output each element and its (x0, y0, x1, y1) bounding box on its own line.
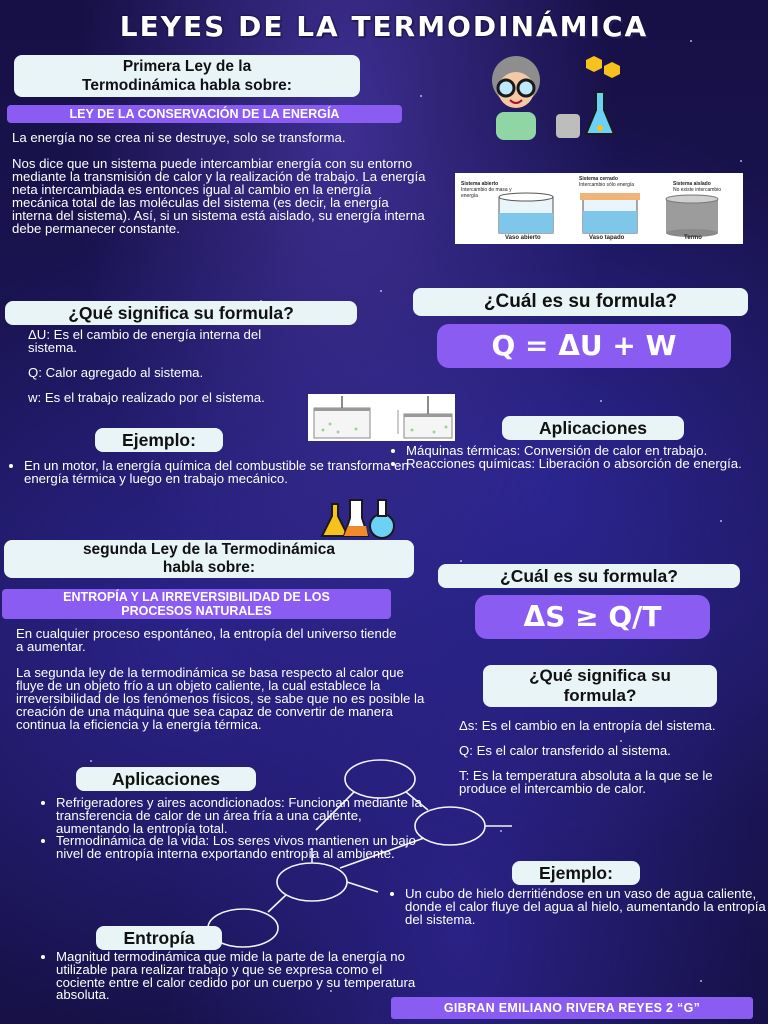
diagram-label-open: Sistema abierto (461, 181, 499, 187)
second-law-application-1: Refrigeradores y aires acondicionados: F… (56, 796, 433, 835)
first-law-meaning-2: Q: Calor agregado al sistema. (28, 365, 204, 380)
second-law-heading: segunda Ley de la Termodinámica habla so… (4, 540, 414, 578)
flasks-icon (318, 496, 398, 540)
second-law-paragraph-2: La segunda ley de la termodinámica se ba… (16, 665, 425, 732)
second-law-meaning-2: Q: Es el calor transferido al sistema. (459, 743, 671, 758)
second-law-formula: ΔS ≥ Q/T (475, 595, 710, 639)
second-law-applications-heading: Aplicaciones (76, 767, 256, 791)
second-law-meaning-heading: ¿Qué significa su formula? (483, 665, 717, 707)
second-law-banner-line2: PROCESOS NATURALES (121, 604, 272, 618)
second-law-banner: ENTROPÍA Y LA IRREVERSIBILIDAD DE LOS PR… (2, 589, 391, 619)
second-law-heading-line1: segunda Ley de la Termodinámica (82, 541, 336, 558)
first-law-meaning-heading: ¿Qué significa su formula? (5, 301, 357, 325)
diagram-sublabel-closed: Intercambio sólo energía (579, 182, 635, 188)
second-law-application-2: Termodinámica de la vida: Los seres vivo… (56, 834, 433, 861)
diagram-label-isolated: Sistema aislado (673, 181, 711, 187)
second-law-example-list: Un cubo de hielo derritiéndose en un vas… (389, 887, 768, 926)
second-law-example-heading: Ejemplo: (512, 861, 640, 885)
first-law-example-item: En un motor, la energía química del comb… (24, 459, 409, 486)
piston-illustration (308, 394, 455, 441)
entropy-heading: Entropía (96, 926, 222, 950)
second-law-heading-line2: habla sobre: (162, 559, 256, 576)
second-law-meaning-1: Δs: Es el cambio en la entropía del sist… (459, 718, 716, 733)
diagram-sublabel-open: Intercambio de masa y energía (461, 187, 512, 199)
first-law-heading-line1: Primera Ley de la (122, 58, 252, 75)
diagram-caption-thermos: Termo (684, 235, 702, 241)
second-law-applications-list: Refrigeradores y aires acondicionados: F… (40, 796, 433, 861)
first-law-heading: Primera Ley de la Termodinámica habla so… (14, 55, 360, 97)
first-law-meaning-1: ΔU: Es el cambio de energía interna del … (28, 327, 262, 355)
first-law-text: La energía no se crea ni se destruye, so… (12, 131, 432, 248)
second-law-banner-line1: ENTROPÍA Y LA IRREVERSIBILIDAD DE LOS (63, 590, 330, 604)
second-law-example-item: Un cubo de hielo derritiéndose en un vas… (405, 887, 768, 926)
first-law-heading-line2: Termodinámica habla sobre: (82, 77, 292, 94)
scientist-illustration (468, 52, 628, 142)
diagram-caption-covered-beaker: Vaso tapado (589, 235, 625, 241)
diagram-sublabel-isolated: No existe intercambio (673, 187, 722, 193)
second-law-meaning-heading-line1: ¿Qué significa su (529, 666, 671, 685)
first-law-meaning-list: ΔU: Es el cambio de energía interna del … (28, 328, 308, 417)
first-law-application-2: Reacciones químicas: Liberación o absorc… (406, 457, 768, 471)
first-law-meaning-3: w: Es el trabajo realizado por el sistem… (28, 390, 265, 405)
first-law-example-heading: Ejemplo: (95, 428, 223, 452)
thermodynamic-systems-diagram: Sistema abierto Intercambio de masa y en… (455, 173, 743, 244)
first-law-formula-heading: ¿Cuál es su formula? (413, 288, 748, 316)
second-law-meaning-3: T: Es la temperatura absoluta a la que s… (459, 768, 713, 796)
first-law-application-1: Máquinas térmicas: Conversión de calor e… (406, 444, 768, 458)
diagram-caption-open-beaker: Vaso abierto (505, 235, 541, 241)
first-law-applications-list: Máquinas térmicas: Conversión de calor e… (390, 444, 768, 471)
page-title: LEYES DE LA TERMODINÁMICA (119, 10, 649, 43)
first-law-paragraph-1: La energía no se crea ni se destruye, so… (12, 130, 346, 145)
second-law-meaning-heading-line2: formula? (563, 686, 637, 705)
second-law-paragraph-1: En cualquier proceso espontáneo, la entr… (16, 626, 397, 654)
first-law-formula: Q = ΔU + W (437, 324, 731, 368)
first-law-applications-heading: Aplicaciones (502, 416, 684, 440)
author-credit: GIBRAN EMILIANO RIVERA REYES 2 “G” (391, 997, 753, 1019)
first-law-banner: LEY DE LA CONSERVACIÓN DE LA ENERGÍA (7, 105, 402, 123)
second-law-formula-heading: ¿Cuál es su formula? (438, 564, 740, 588)
entropy-definition: Magnitud termodinámica que mide la parte… (56, 950, 418, 1002)
entropy-list: Magnitud termodinámica que mide la parte… (40, 950, 418, 1002)
second-law-meaning-list: Δs: Es el cambio en la entropía del sist… (459, 719, 734, 808)
first-law-example-list: En un motor, la energía química del comb… (8, 459, 409, 486)
second-law-text: En cualquier proceso espontáneo, la entr… (16, 627, 428, 744)
diagram-label-closed: Sistema cerrado (579, 176, 618, 182)
first-law-paragraph-2: Nos dice que un sistema puede intercambi… (12, 156, 426, 236)
